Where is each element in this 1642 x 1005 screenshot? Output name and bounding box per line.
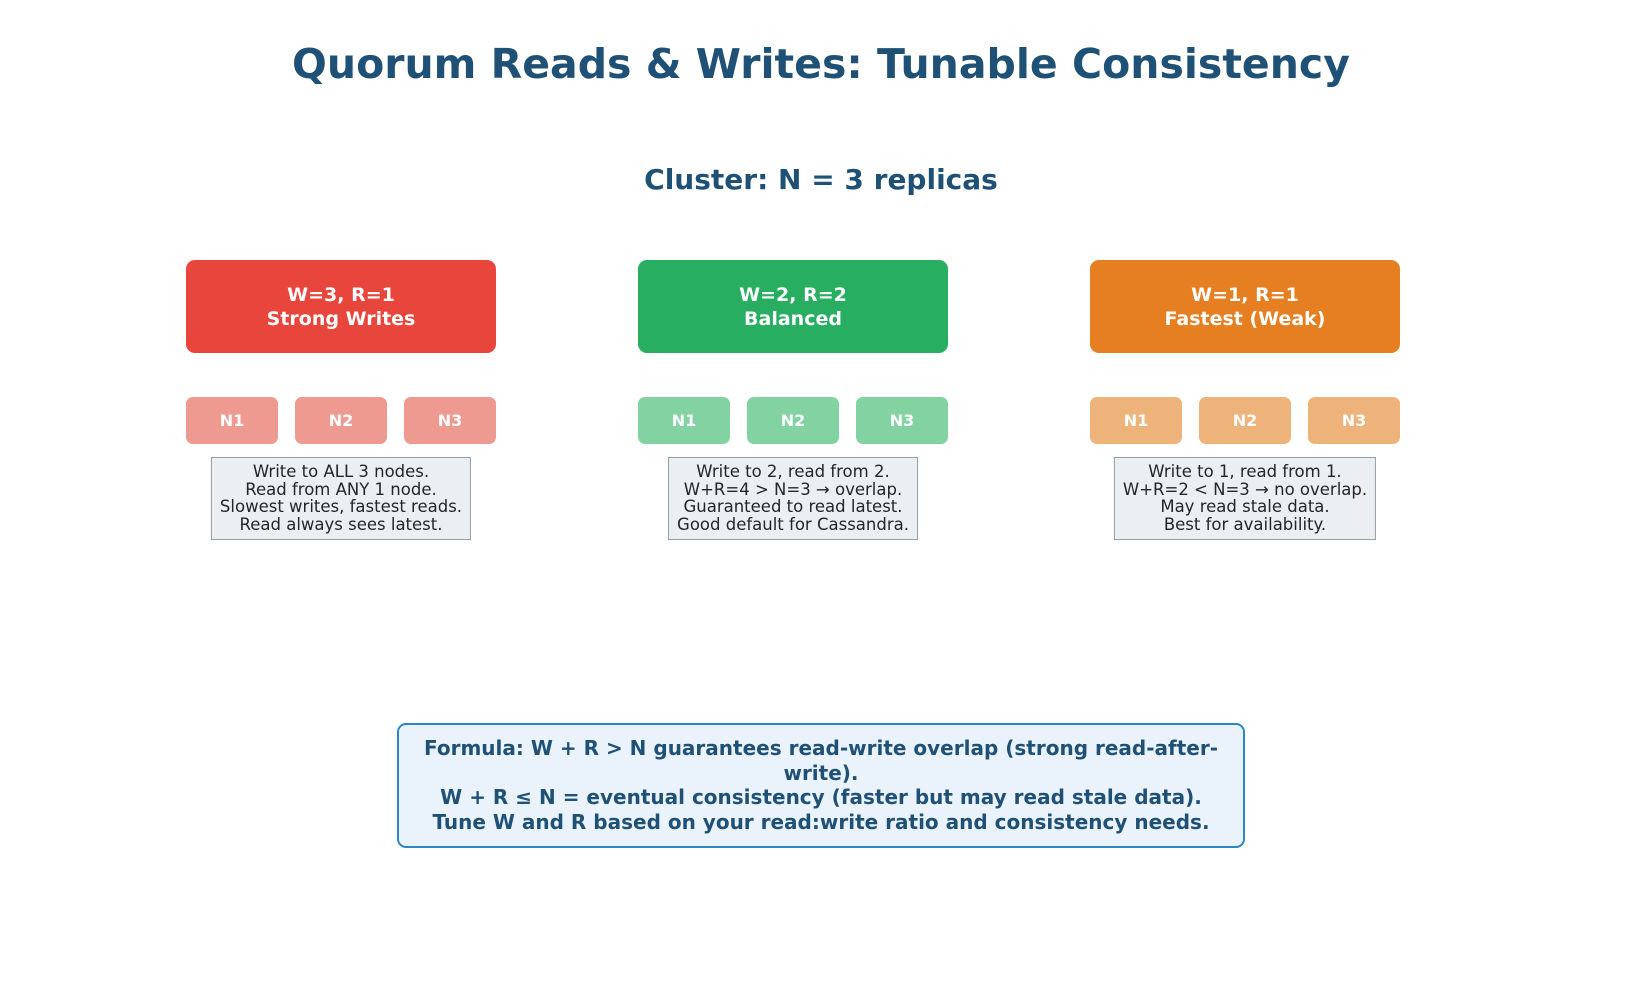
node-chip-n1[interactable]: N1 [186,397,278,444]
description-line: May read stale data. [1160,497,1330,516]
node-chip-n1[interactable]: N1 [1090,397,1182,444]
node-chip-n2[interactable]: N2 [295,397,387,444]
cluster-subtitle: Cluster: N = 3 replicas [644,163,998,196]
description-line: Good default for Cassandra. [677,514,909,534]
description-line: Read from ANY 1 node. [245,479,437,499]
description-line: Read always sees latest. [239,514,443,534]
mode-header-strong-writes: W=3, R=1 Strong Writes [186,260,496,353]
description-line: Best for availability. [1163,514,1327,534]
description-line: W+R=4 > N=3 → overlap. [683,479,903,499]
mode-header-line2: Balanced [744,307,842,330]
nodes-row-strong-writes: N1 N2 N3 [186,397,496,444]
node-chip-n3[interactable]: N3 [856,397,948,444]
description-line: W+R=2 < N=3 → no overlap. [1122,479,1368,499]
formula-summary-box: Formula: W + R > N guarantees read-write… [397,723,1245,848]
formula-line: W + R ≤ N = eventual consistency (faster… [440,785,1202,809]
mode-header-line1: W=1, R=1 [1191,283,1299,306]
description-line: Write to 1, read from 1. [1148,462,1342,481]
quorum-column-strong-writes: W=3, R=1 Strong Writes N1 N2 N3 Write to… [186,260,496,540]
nodes-row-fastest-weak: N1 N2 N3 [1090,397,1400,444]
mode-header-balanced: W=2, R=2 Balanced [638,260,948,353]
formula-line: Formula: W + R > N guarantees read-write… [424,736,1218,785]
description-line: Slowest writes, fastest reads. [219,497,463,516]
formula-line: Tune W and R based on your read:write ra… [432,809,1210,834]
mode-header-fastest-weak: W=1, R=1 Fastest (Weak) [1090,260,1400,353]
description-box-fastest-weak: Write to 1, read from 1. W+R=2 < N=3 → n… [1113,457,1377,540]
quorum-column-balanced: W=2, R=2 Balanced N1 N2 N3 Write to 2, r… [638,260,948,540]
mode-header-line1: W=3, R=1 [287,283,395,306]
node-chip-n3[interactable]: N3 [404,397,496,444]
nodes-row-balanced: N1 N2 N3 [638,397,948,444]
quorum-column-fastest-weak: W=1, R=1 Fastest (Weak) N1 N2 N3 Write t… [1090,260,1400,540]
node-chip-n2[interactable]: N2 [747,397,839,444]
node-chip-n1[interactable]: N1 [638,397,730,444]
mode-header-line2: Fastest (Weak) [1164,307,1326,330]
description-line: Guaranteed to read latest. [683,497,903,516]
description-line: Write to 2, read from 2. [696,462,890,481]
description-box-balanced: Write to 2, read from 2. W+R=4 > N=3 → o… [668,457,918,540]
mode-header-line1: W=2, R=2 [739,283,847,306]
description-line: Write to ALL 3 nodes. [252,462,430,481]
page-title: Quorum Reads & Writes: Tunable Consisten… [292,40,1350,88]
node-chip-n3[interactable]: N3 [1308,397,1400,444]
description-box-strong-writes: Write to ALL 3 nodes. Read from ANY 1 no… [210,457,472,540]
node-chip-n2[interactable]: N2 [1199,397,1291,444]
quorum-columns: W=3, R=1 Strong Writes N1 N2 N3 Write to… [0,260,1642,560]
mode-header-line2: Strong Writes [266,307,416,330]
